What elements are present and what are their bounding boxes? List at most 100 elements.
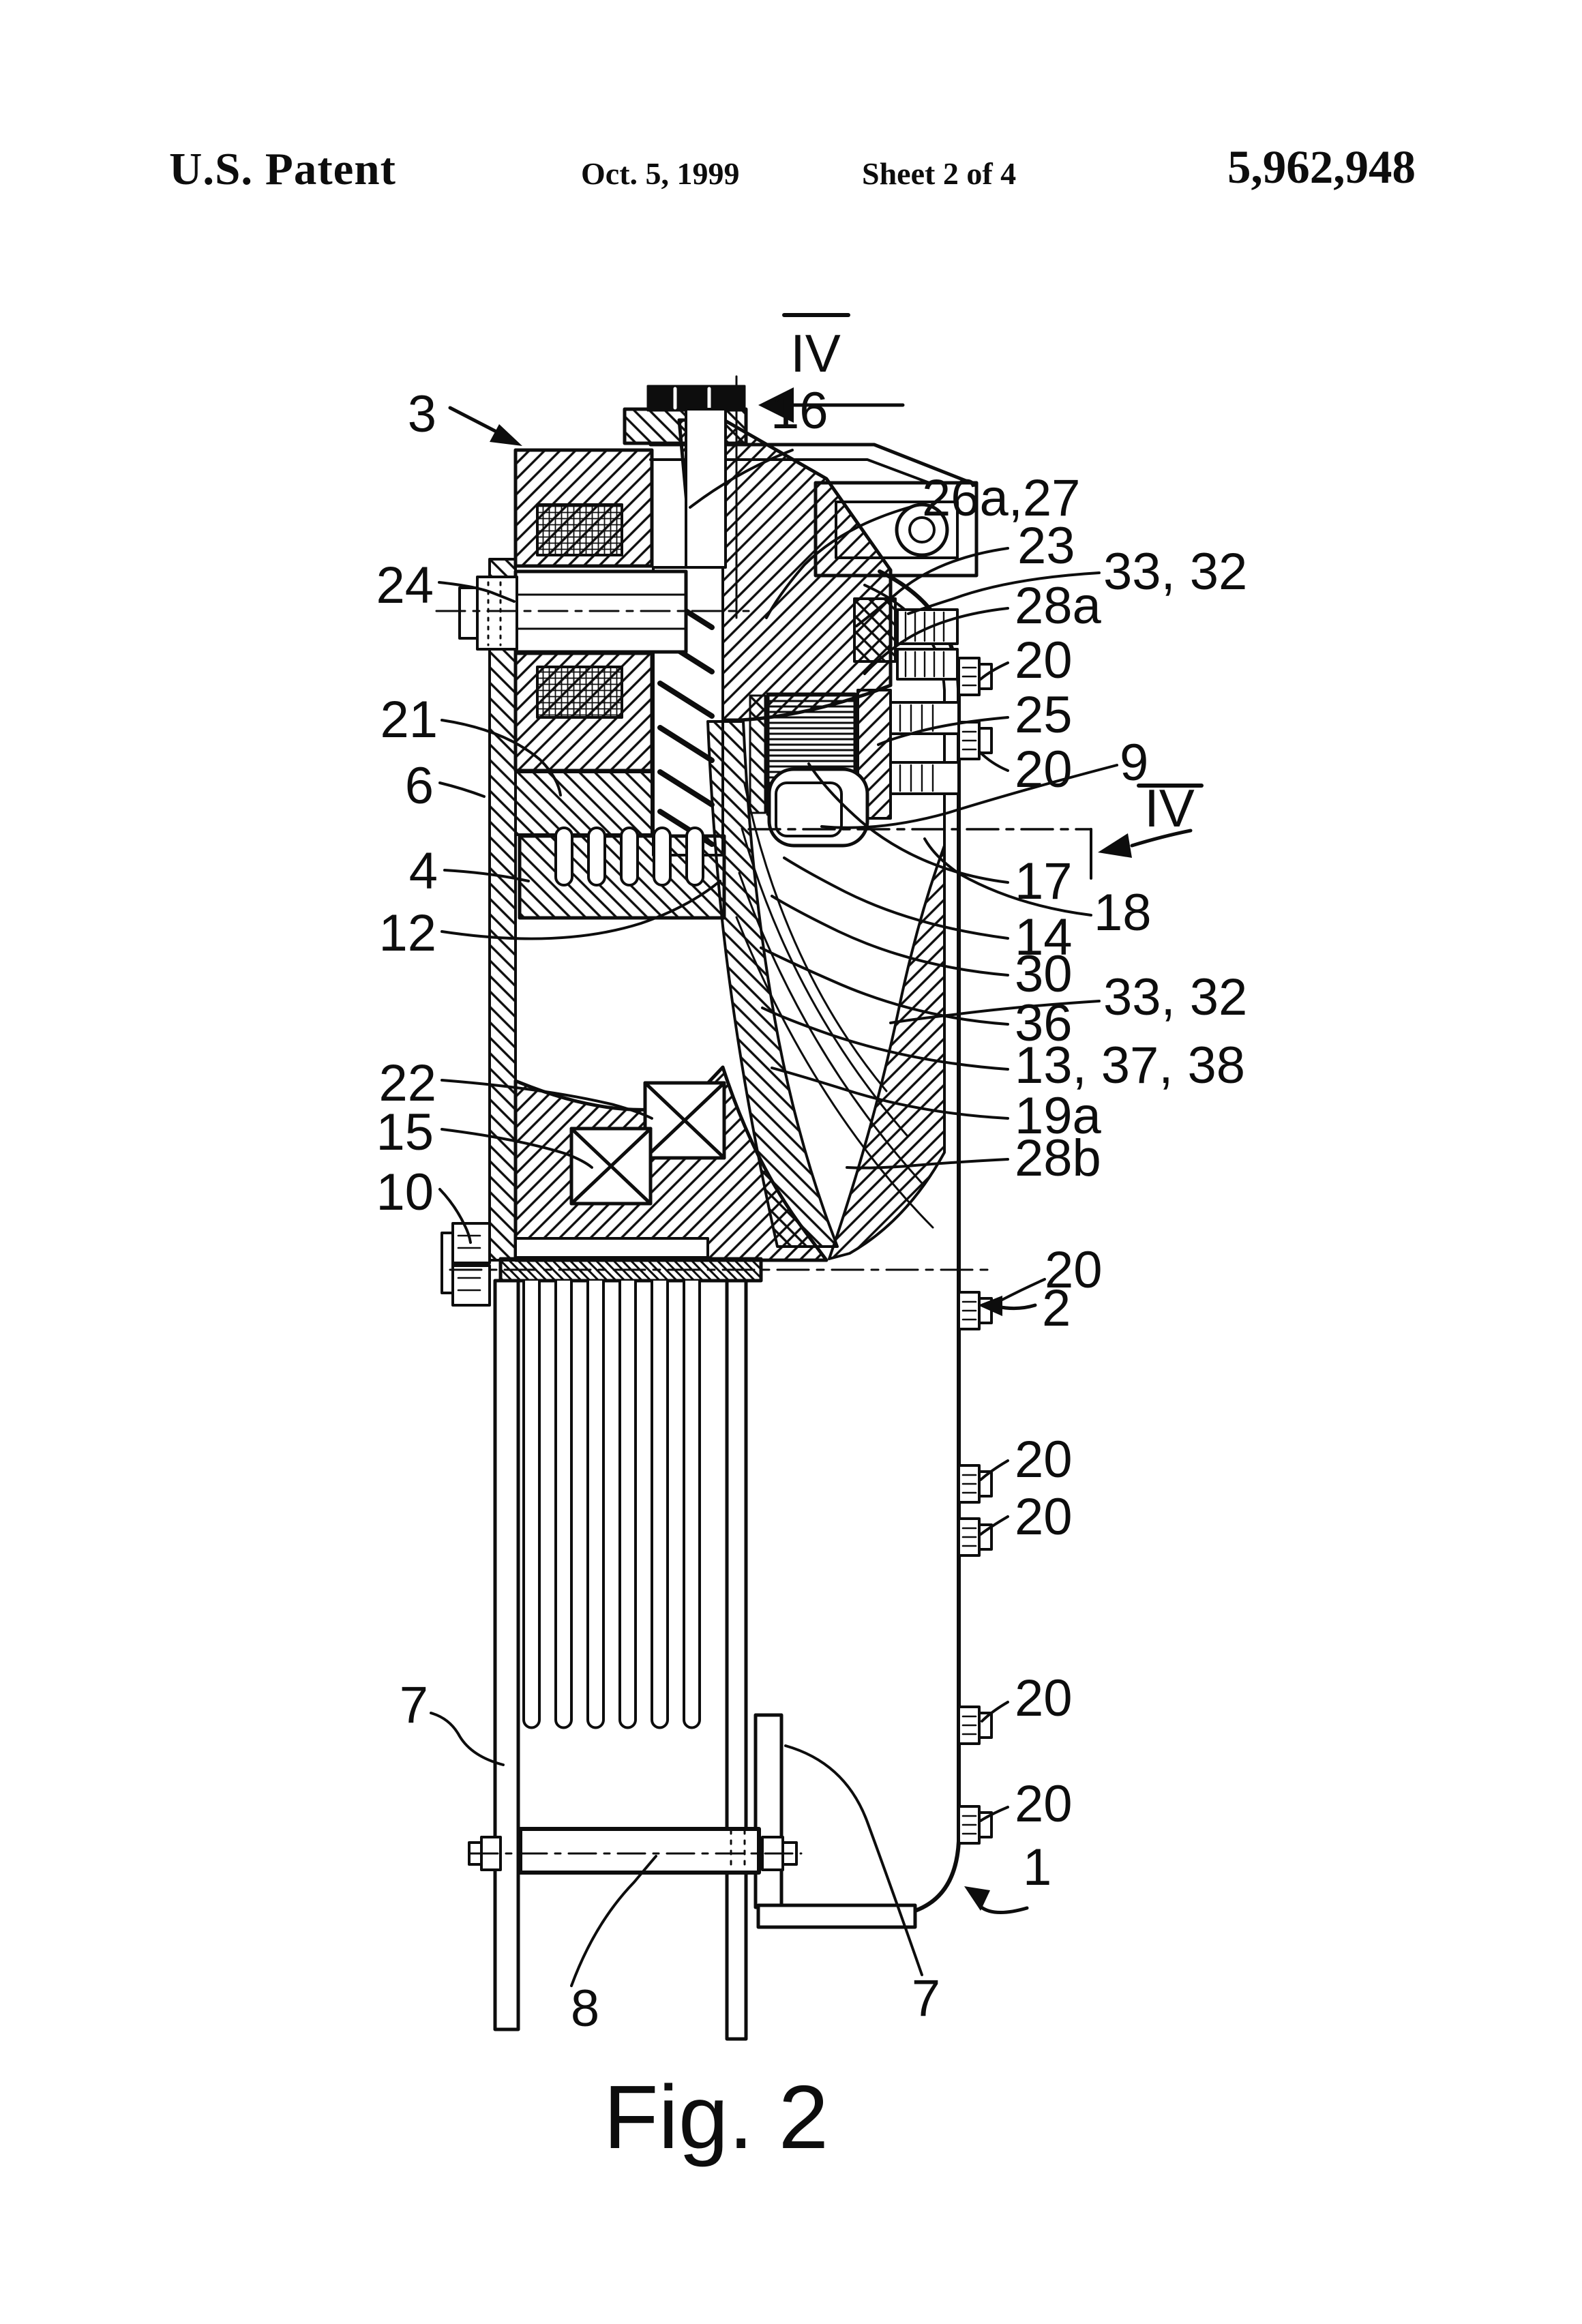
volute-wall-right bbox=[828, 844, 946, 1260]
hub-strip bbox=[514, 1237, 709, 1259]
leader-7-left bbox=[430, 1712, 505, 1766]
support-bracket-7 bbox=[753, 1713, 783, 1909]
leader-17 bbox=[807, 762, 1009, 884]
leader-20-5 bbox=[979, 1515, 1009, 1536]
bracket-eye-inner bbox=[908, 516, 936, 543]
shaft-washer bbox=[458, 586, 479, 640]
leader-22 bbox=[441, 1079, 653, 1120]
callout-12: 12 bbox=[378, 904, 436, 962]
callout-22: 22 bbox=[378, 1054, 436, 1112]
leader-8 bbox=[570, 1855, 657, 1987]
leader-12 bbox=[441, 880, 721, 940]
leader-14 bbox=[783, 856, 1009, 940]
leader-20-3 bbox=[996, 1278, 1046, 1304]
callout-20-1: 20 bbox=[1015, 631, 1073, 689]
callout-28b: 28b bbox=[1015, 1129, 1101, 1187]
header-sheet-number: Sheet 2 of 4 bbox=[862, 156, 1017, 191]
pump-casing bbox=[706, 569, 993, 1913]
callout-8: 8 bbox=[571, 1980, 599, 2038]
callout-7-left: 7 bbox=[400, 1676, 428, 1734]
header-patent-number: 5,962,948 bbox=[1227, 141, 1416, 193]
callout-20-4: 20 bbox=[1015, 1431, 1073, 1489]
leader-10 bbox=[438, 1188, 472, 1244]
leader-28a bbox=[863, 607, 1009, 675]
leader-25 bbox=[877, 716, 1009, 746]
axle-dotted-holes bbox=[730, 1829, 746, 1873]
hub-block bbox=[514, 771, 653, 836]
callout-20-6: 20 bbox=[1015, 1669, 1073, 1727]
leader-7-bottom bbox=[784, 1744, 923, 1976]
callout-19a: 19a bbox=[1015, 1087, 1102, 1145]
leader-23 bbox=[855, 547, 1009, 627]
callout-1: 1 bbox=[1023, 1838, 1051, 1896]
leader-16 bbox=[689, 449, 794, 509]
field-coil-lower bbox=[536, 666, 623, 719]
leader-26a-27 bbox=[765, 503, 921, 619]
callout-14: 14 bbox=[1015, 908, 1073, 966]
leader-4 bbox=[443, 869, 530, 882]
leader-36 bbox=[760, 947, 1009, 1026]
callout-25: 25 bbox=[1015, 686, 1073, 744]
arrow-2 bbox=[978, 1296, 1037, 1316]
leader-20-6 bbox=[981, 1701, 1009, 1723]
spline-teeth-slots bbox=[554, 826, 704, 887]
left-leg bbox=[493, 1279, 520, 2031]
leader-24 bbox=[438, 581, 516, 603]
callout-7-bottom: 7 bbox=[912, 1969, 940, 2027]
header-date: Oct. 5, 1999 bbox=[581, 156, 740, 191]
shaft-nut bbox=[476, 576, 518, 651]
callout-3: 3 bbox=[408, 385, 436, 443]
callout-6: 6 bbox=[405, 757, 434, 815]
callout-10: 10 bbox=[376, 1163, 434, 1221]
header-title: U.S. Patent bbox=[169, 144, 396, 194]
callout-33-32-mid: 33, 32 bbox=[1103, 968, 1247, 1026]
leader-13-37-38 bbox=[761, 1007, 1009, 1071]
section-marker-iv-right: IV bbox=[1144, 778, 1195, 838]
clutch-pulley-assembly bbox=[441, 385, 979, 1307]
base-plate-right bbox=[756, 1903, 917, 1929]
arrow-1 bbox=[964, 1886, 1029, 1915]
callout-20-7: 20 bbox=[1015, 1775, 1073, 1833]
axle-bar-8 bbox=[518, 1827, 761, 1875]
top-cap-black bbox=[646, 385, 746, 412]
leader-18 bbox=[923, 837, 1092, 917]
right-leg bbox=[725, 1279, 748, 2041]
leader-lines bbox=[430, 313, 1204, 1987]
callout-23: 23 bbox=[1017, 517, 1075, 575]
callout-21: 21 bbox=[380, 691, 438, 749]
callout-labels: 3 IV 16 26a,27 23 33, 32 28a 20 24 25 21… bbox=[376, 323, 1247, 2038]
lower-fins-supports bbox=[468, 1279, 917, 2041]
top-cap-slits bbox=[673, 387, 711, 410]
callout-36: 36 bbox=[1015, 994, 1073, 1052]
callout-24: 24 bbox=[376, 556, 434, 614]
centerlines bbox=[435, 375, 1092, 1855]
arrow-section-iv-top bbox=[758, 313, 905, 423]
callout-33-32-top: 33, 32 bbox=[1103, 543, 1247, 601]
callout-18: 18 bbox=[1094, 884, 1152, 942]
coil-studs bbox=[889, 701, 960, 795]
flow-curves bbox=[735, 783, 934, 1229]
callout-20-2: 20 bbox=[1015, 741, 1073, 799]
leader-20-2 bbox=[978, 750, 1009, 772]
leader-6 bbox=[438, 781, 486, 798]
callout-13-37-38: 13, 37, 38 bbox=[1015, 1037, 1245, 1094]
callout-20-3: 20 bbox=[1045, 1241, 1103, 1299]
leader-20-7 bbox=[979, 1806, 1009, 1822]
leader-20-4 bbox=[979, 1459, 1009, 1481]
callout-30: 30 bbox=[1015, 945, 1073, 1003]
pulley-left-plate bbox=[488, 558, 517, 1262]
figure-caption: Fig. 2 bbox=[603, 2067, 829, 2167]
leader-19a bbox=[771, 1067, 1009, 1120]
side-bolt-10 bbox=[441, 1222, 491, 1307]
callout-9: 9 bbox=[1120, 734, 1148, 792]
leader-21 bbox=[441, 719, 562, 796]
leader-20-1 bbox=[979, 661, 1009, 681]
callout-2: 2 bbox=[1042, 1279, 1071, 1337]
shaft-inner-lines bbox=[514, 593, 687, 630]
callout-15: 15 bbox=[376, 1103, 434, 1161]
leader-28b bbox=[846, 1158, 1009, 1170]
shaft-nut-dotted bbox=[487, 581, 502, 646]
field-coil-upper bbox=[536, 503, 623, 556]
